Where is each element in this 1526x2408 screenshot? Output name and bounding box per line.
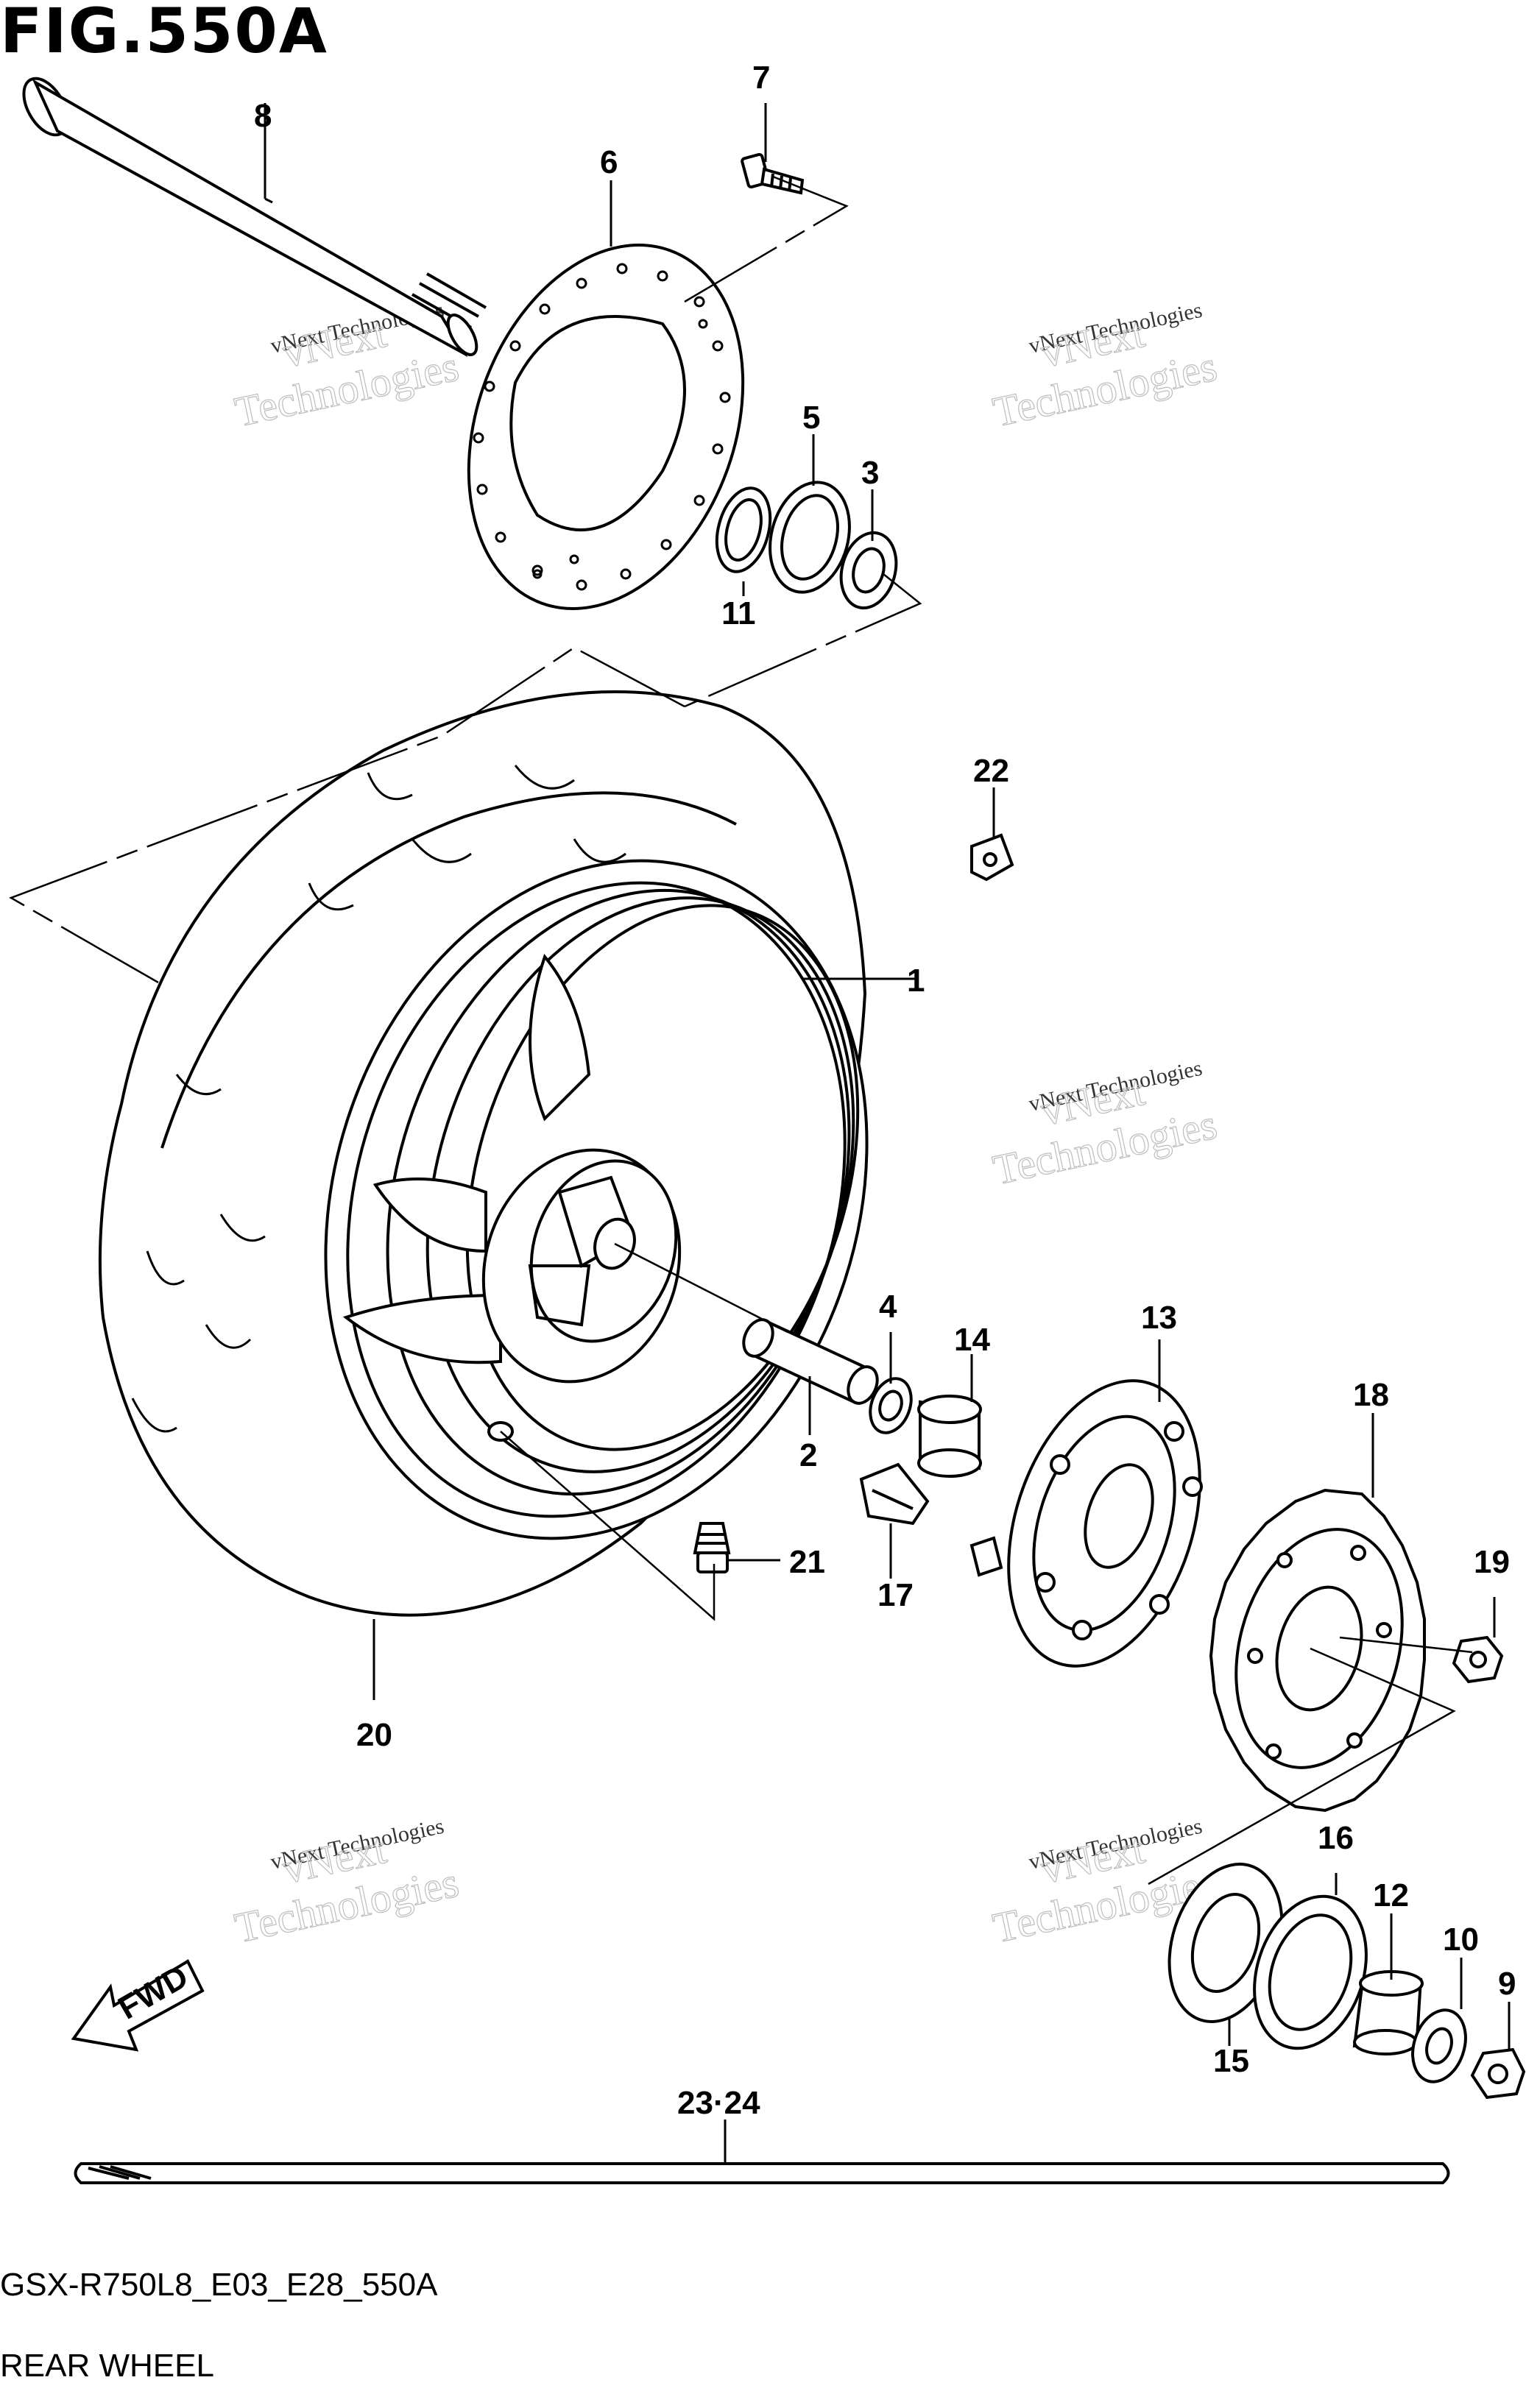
callout-6: 6 bbox=[600, 144, 618, 180]
callout-3: 3 bbox=[861, 455, 879, 491]
callout-20: 20 bbox=[356, 1717, 392, 1753]
callout-15: 15 bbox=[1213, 2043, 1249, 2079]
part-8-axle bbox=[22, 77, 487, 358]
callout-10: 10 bbox=[1443, 1922, 1479, 1958]
callout-5: 5 bbox=[802, 400, 820, 436]
part-9-axle-nut bbox=[1470, 2047, 1526, 2100]
callout-11: 11 bbox=[721, 595, 756, 631]
section-name: REAR WHEEL bbox=[0, 2348, 214, 2384]
model-code: GSX-R750L8_E03_E28_550A bbox=[0, 2267, 438, 2303]
leader-lines bbox=[9, 103, 1511, 2164]
callout-1: 1 bbox=[907, 963, 925, 999]
callout-23-24: 23·24 bbox=[677, 2085, 760, 2121]
part-17-damper bbox=[859, 1462, 930, 1526]
part-6-brake-disc bbox=[467, 244, 745, 610]
part-19-nut bbox=[1452, 1635, 1504, 1684]
figure-title: FIG.550A bbox=[0, 0, 328, 67]
part-12-spacer bbox=[1352, 1970, 1424, 2055]
callout-16: 16 bbox=[1318, 1820, 1354, 1856]
part-5-oil-seal bbox=[769, 481, 851, 594]
callout-17: 17 bbox=[877, 1577, 914, 1613]
callout-9: 9 bbox=[1498, 1966, 1516, 2002]
callout-13: 13 bbox=[1141, 1300, 1177, 1336]
part-14-collar bbox=[917, 1395, 982, 1478]
callout-2: 2 bbox=[799, 1437, 817, 1473]
part-22-clip bbox=[970, 833, 1014, 882]
part-4-bearing bbox=[869, 1377, 913, 1434]
callout-labels: 8 7 6 5 3 11 22 1 4 14 13 18 2 19 21 17 … bbox=[254, 60, 1516, 2121]
part-7-bolt bbox=[741, 152, 805, 195]
callout-18: 18 bbox=[1353, 1377, 1389, 1413]
part-18-sprocket bbox=[1209, 1488, 1426, 1813]
part-2-spacer bbox=[742, 1318, 879, 1405]
part-11-collar bbox=[715, 486, 772, 573]
callout-21: 21 bbox=[789, 1544, 825, 1580]
part-21-valve bbox=[693, 1522, 731, 1573]
part-1-wheel bbox=[324, 859, 869, 1540]
callout-8: 8 bbox=[254, 98, 272, 134]
part-13-sprocket-drum bbox=[969, 1379, 1203, 1668]
callout-12: 12 bbox=[1373, 1877, 1409, 1913]
callout-22: 22 bbox=[973, 753, 1009, 789]
callout-4: 4 bbox=[879, 1289, 897, 1325]
part-3-bearing bbox=[839, 531, 898, 610]
callout-7: 7 bbox=[752, 60, 770, 96]
callout-14: 14 bbox=[954, 1322, 990, 1358]
fwd-direction-arrow: FWD bbox=[71, 1958, 205, 2052]
part-10-washer bbox=[1411, 2008, 1467, 2083]
callout-19: 19 bbox=[1474, 1544, 1510, 1580]
part-23-24-strip bbox=[74, 2162, 1450, 2184]
